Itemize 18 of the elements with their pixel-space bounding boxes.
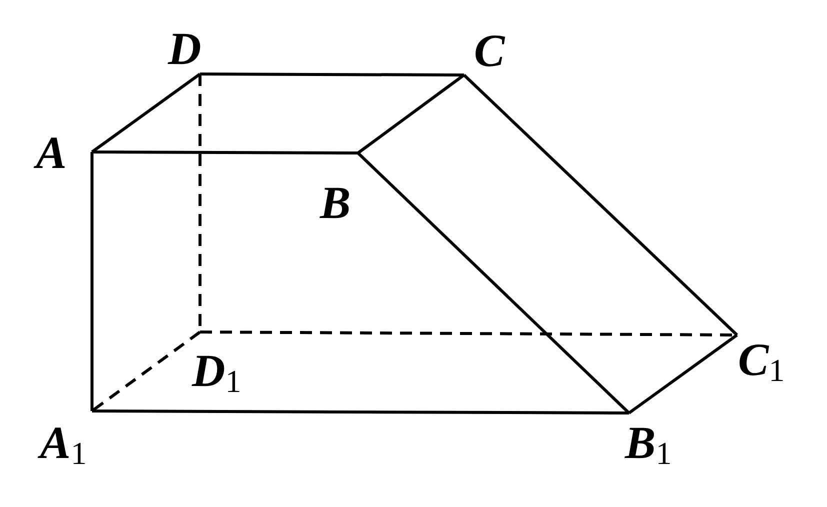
edge-line xyxy=(92,150,358,154)
vertex-label: C xyxy=(474,28,505,74)
edge-line xyxy=(356,152,630,414)
edge-line xyxy=(91,72,201,154)
edge-line xyxy=(357,74,465,154)
vertex-label: D$_{1}$ xyxy=(192,348,242,404)
edge-line xyxy=(90,152,94,411)
edge-line xyxy=(92,410,629,414)
hidden-edge-line xyxy=(91,330,201,412)
vertex-label: C$_{1}$ xyxy=(738,337,785,393)
vertex-label: A$_{1}$ xyxy=(40,420,87,476)
vertex-label: B$_{1}$ xyxy=(625,420,672,476)
vertex-label: B xyxy=(320,180,351,226)
vertex-label: A xyxy=(36,130,67,176)
edge-line xyxy=(628,334,738,414)
edge-line xyxy=(200,72,464,76)
vertex-label: D xyxy=(168,26,202,72)
edge-line xyxy=(462,74,738,336)
